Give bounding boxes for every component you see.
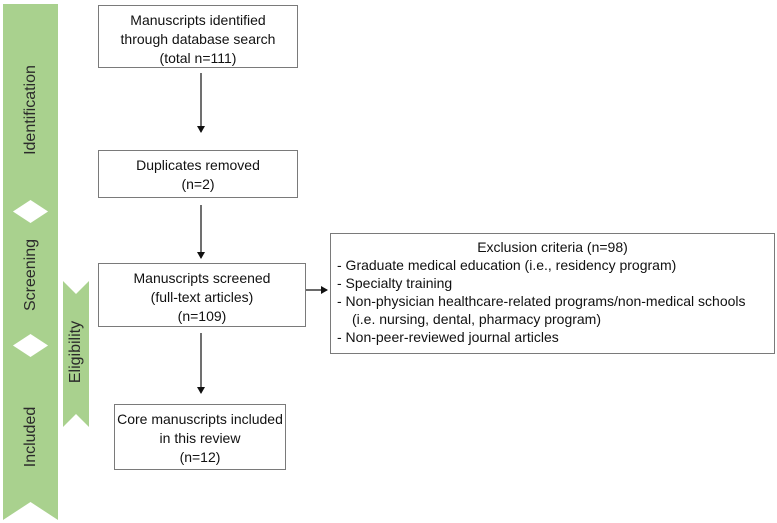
screened-box: Manuscripts screened (full-text articles… bbox=[98, 263, 306, 327]
identified-line-1: Manuscripts identified bbox=[130, 12, 266, 28]
included-line-2: in this review bbox=[159, 430, 241, 446]
exclusion-criterion-detail: (i.e. nursing, dental, pharmacy program) bbox=[352, 311, 601, 327]
stage-eligibility-label: Eligibility bbox=[67, 321, 84, 383]
stage-included: Included bbox=[3, 339, 58, 520]
included-line-1: Core manuscripts included bbox=[117, 411, 283, 427]
stage-eligibility: Eligibility bbox=[63, 281, 89, 427]
identified-line-3: (total n=111) bbox=[159, 50, 237, 66]
identified-box: Manuscripts identified through database … bbox=[98, 5, 298, 68]
exclusion-criterion: - Specialty training bbox=[337, 275, 453, 291]
duplicates-line-1: Duplicates removed bbox=[136, 157, 260, 173]
exclusion-criterion: - Non-physician healthcare-related progr… bbox=[337, 293, 746, 309]
screened-line-2: (full-text articles) bbox=[150, 289, 254, 305]
duplicates-box: Duplicates removed (n=2) bbox=[98, 150, 298, 198]
exclusion-criteria-box: Exclusion criteria (n=98) - Graduate med… bbox=[330, 233, 775, 354]
included-box: Core manuscripts included in this review… bbox=[114, 404, 286, 470]
exclusion-criterion: - Graduate medical education (i.e., resi… bbox=[337, 257, 677, 273]
exclusion-criterion: - Non-peer-reviewed journal articles bbox=[337, 329, 559, 345]
included-line-3: (n=12) bbox=[179, 449, 221, 465]
identified-line-2: through database search bbox=[120, 31, 276, 47]
stage-screening: Screening bbox=[3, 205, 58, 352]
stage-identification: Identification bbox=[3, 4, 58, 218]
stage-screening-label: Screening bbox=[22, 239, 39, 311]
exclusion-title: Exclusion criteria (n=98) bbox=[477, 239, 628, 255]
duplicates-line-2: (n=2) bbox=[181, 176, 215, 192]
stage-included-label: Included bbox=[22, 407, 39, 468]
screened-line-3: (n=109) bbox=[177, 308, 227, 324]
screened-line-1: Manuscripts screened bbox=[133, 270, 271, 286]
stage-identification-label: Identification bbox=[22, 65, 39, 155]
